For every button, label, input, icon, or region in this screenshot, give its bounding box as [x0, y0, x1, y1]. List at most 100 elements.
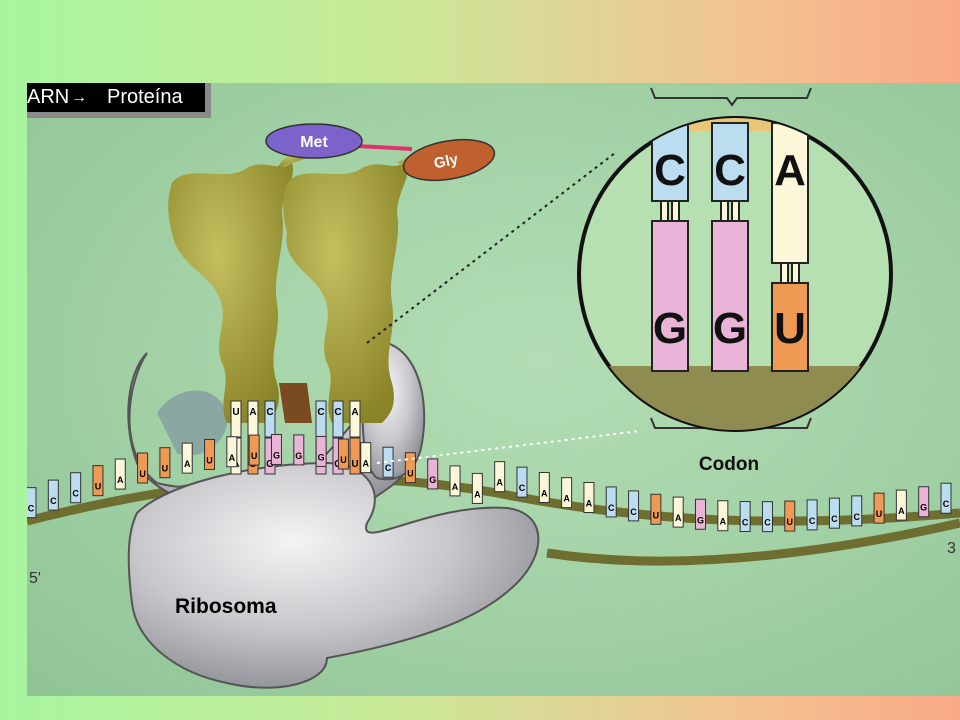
mrna-nucleotide-label: U: [251, 451, 257, 461]
mrna-nucleotide-label: U: [206, 455, 213, 465]
mrna-nucleotide-label: A: [452, 482, 459, 492]
mrna-nucleotide: [270, 433, 282, 465]
mrna-nucleotide: [628, 490, 640, 522]
mrna-nucleotide: [739, 501, 751, 533]
mrna-nucleotide-label: G: [697, 515, 704, 525]
mrna-nucleotide-label: A: [184, 459, 191, 469]
mrna-nucleotide-label: G: [273, 450, 280, 460]
mrna-nucleotide: [27, 487, 37, 519]
three-prime-label: 3: [947, 540, 956, 557]
zoom-codon-base: U: [774, 304, 806, 353]
trna-2-body: [283, 161, 409, 423]
trna-2-anticodon-base: A: [351, 407, 358, 418]
mrna-nucleotide: [516, 466, 528, 498]
mrna-nucleotide-label: C: [809, 516, 816, 526]
mrna-nucleotide-label: C: [742, 518, 749, 528]
mrna-nucleotide-label: U: [787, 517, 794, 527]
mrna-nucleotide: [137, 452, 149, 484]
mrna-nucleotide: [382, 446, 394, 478]
mrna-nucleotide-label: A: [496, 478, 503, 488]
mrna-nucleotide-label: A: [563, 494, 570, 504]
mrna-nucleotide-label: U: [407, 469, 414, 479]
mrna-nucleotide-label: A: [229, 453, 236, 463]
mrna-nucleotide: [605, 486, 617, 518]
mrna-nucleotide-label: C: [519, 483, 526, 493]
mrna-nucleotide-label: A: [720, 517, 727, 527]
mrna-nucleotide-label: C: [630, 507, 637, 517]
mrna-nucleotide: [404, 452, 416, 484]
mrna-nucleotide: [918, 486, 930, 518]
mrna-nucleotide-label: G: [920, 503, 927, 513]
mrna-nucleotide: [650, 493, 662, 525]
mrna-nucleotide: [159, 447, 171, 479]
amino-acid-met: [265, 123, 363, 159]
trna-2-anticodon-base: C: [334, 407, 341, 418]
mrna-nucleotide-label: C: [72, 489, 79, 499]
mrna-nucleotide: [360, 442, 372, 474]
mrna-nucleotide: [337, 438, 349, 470]
mrna-nucleotide: [427, 458, 439, 490]
mrna-nucleotide: [851, 495, 863, 527]
mrna-nucleotide: [828, 497, 840, 529]
trna-2-anticodon: C C A: [315, 400, 361, 438]
mrna-nucleotide: [70, 472, 82, 504]
mrna-nucleotide: [494, 461, 506, 493]
mrna-nucleotide: [761, 501, 773, 533]
mrna-nucleotide-label: A: [117, 475, 124, 485]
mrna-nucleotide-label: U: [653, 510, 660, 520]
trna-1-body: [168, 163, 294, 423]
zoom-anticodon-base: C: [654, 146, 686, 195]
mrna-nucleotide: [672, 496, 684, 528]
mrna-nucleotide-label: C: [50, 496, 57, 506]
mrna-nucleotide-label: C: [853, 512, 860, 522]
mrna-nucleotide-label: G: [429, 475, 436, 485]
mrna-nucleotide: [538, 472, 550, 504]
mrna-nucleotide-label: U: [95, 482, 102, 492]
amino-acid-gly: [402, 138, 496, 182]
mrna-nucleotide-label: U: [876, 509, 883, 519]
trna-1-anticodon: U A C: [230, 400, 276, 438]
mrna-nucleotide: [806, 499, 818, 531]
mrna-nucleotide-label: C: [764, 518, 771, 528]
mrna-nucleotide-label: C: [943, 499, 950, 509]
mrna-nucleotide-label: A: [541, 489, 548, 499]
zoom-anticodon-base: C: [714, 146, 746, 195]
zoom-line: [376, 430, 640, 464]
title-protein: Proteína: [107, 86, 183, 108]
mrna-nucleotide-label: A: [474, 489, 481, 499]
mrna-nucleotide-label: C: [28, 504, 35, 514]
title-box: ARN → Proteína: [27, 83, 211, 118]
mrna-nucleotide: [92, 465, 104, 497]
mrna-nucleotide: [873, 492, 885, 524]
title-rna: ARN: [27, 86, 70, 108]
zoom-codon-base: G: [713, 304, 747, 353]
mrna-nucleotide-label: A: [586, 498, 593, 508]
mrna-nucleotide: [248, 434, 260, 466]
five-prime-label: 5': [29, 570, 41, 587]
trna-2-anticodon-base: C: [317, 407, 324, 418]
codon-base: G: [266, 459, 274, 470]
mrna-nucleotide: [695, 498, 707, 530]
mrna-nucleotide-label: C: [385, 463, 392, 473]
mrna-nucleotide: [583, 481, 595, 513]
mrna-nucleotide-label: C: [608, 503, 615, 513]
mrna-nucleotide: [895, 489, 907, 521]
mrna-nucleotide: [114, 458, 126, 490]
mrna-nucleotide: [717, 500, 729, 532]
codon-caption: Codon: [699, 454, 759, 475]
mrna-nucleotide-label: A: [898, 506, 905, 516]
mrna-nucleotide: [226, 436, 238, 468]
mrna-nucleotide: [471, 472, 483, 504]
zoom-codon-base: G: [653, 304, 687, 353]
top-brace: [650, 87, 812, 107]
diagram-panel: Met Gly U A C C C A A U G: [27, 83, 960, 696]
trna-1-anticodon-base: U: [232, 407, 239, 418]
mrna-nucleotide: [181, 442, 193, 474]
trna-1-anticodon-base: A: [249, 407, 256, 418]
mrna-nucleotide-label: A: [363, 459, 370, 469]
mrna-nucleotide-label: G: [295, 451, 302, 461]
zoom-anticodon-base: A: [774, 146, 806, 195]
mrna-nucleotide-label: A: [675, 513, 682, 523]
mrna-nucleotide-label: U: [139, 469, 146, 479]
